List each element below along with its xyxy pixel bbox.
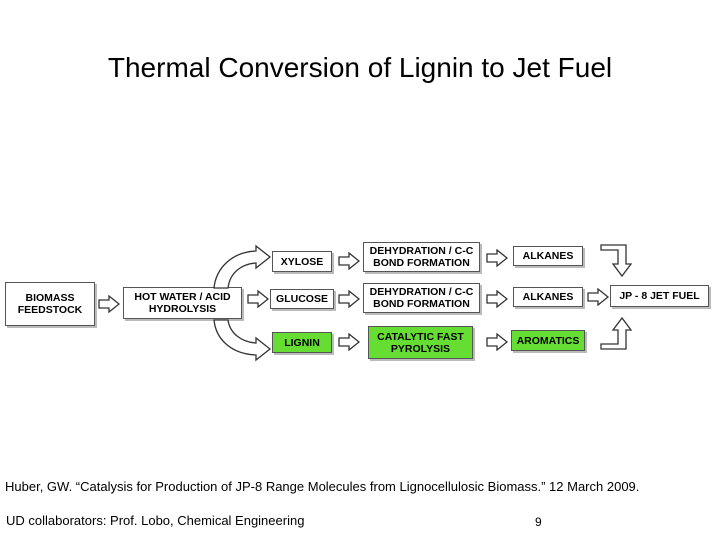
block-arrow-icon	[486, 249, 508, 267]
aromatics-box: AROMATICS	[511, 330, 585, 351]
dehydration-mid-label-2: BOND FORMATION	[373, 298, 470, 310]
slide-title: Thermal Conversion of Lignin to Jet Fuel	[107, 52, 613, 83]
curved-up-arrow-icon	[213, 244, 272, 289]
dehydration-top-label-2: BOND FORMATION	[373, 257, 470, 269]
block-arrow-icon	[486, 290, 508, 308]
block-arrow-icon	[486, 333, 508, 351]
pyrolysis-label-2: PYROLYSIS	[390, 342, 451, 355]
footer-collaborators: UD collaborators: Prof. Lobo, Chemical E…	[6, 513, 305, 528]
block-arrow-icon	[247, 290, 269, 308]
lignin-label: LIGNIN	[284, 336, 320, 349]
xylose-box: XYLOSE	[272, 251, 332, 272]
block-arrow-icon	[587, 288, 609, 306]
alkanes-mid-label: ALKANES	[522, 291, 574, 303]
hydrolysis-label-1: HOT WATER / ACID	[134, 291, 231, 303]
block-arrow-icon	[98, 295, 120, 313]
alkanes-box-top: ALKANES	[513, 246, 583, 266]
block-arrow-icon	[338, 333, 360, 351]
biomass-feedstock-label-2: FEEDSTOCK	[17, 304, 83, 316]
curved-down-arrow-icon	[213, 319, 272, 362]
pyrolysis-label-1: CATALYTIC FAST	[377, 330, 464, 343]
alkanes-box-middle: ALKANES	[513, 287, 583, 307]
dehydration-mid-label-1: DEHYDRATION / C-C	[369, 286, 474, 298]
jet-fuel-label: JP - 8 JET FUEL	[619, 290, 700, 302]
bent-up-arrow-icon	[600, 316, 632, 350]
glucose-label: GLUCOSE	[276, 293, 328, 305]
alkanes-top-label: ALKANES	[522, 250, 574, 262]
page-number: 9	[535, 515, 542, 529]
hydrolysis-label-2: HYDROLYSIS	[148, 303, 217, 315]
block-arrow-icon	[338, 290, 360, 308]
aromatics-label: AROMATICS	[516, 334, 580, 347]
dehydration-top-label-1: DEHYDRATION / C-C	[369, 245, 474, 257]
xylose-label: XYLOSE	[280, 255, 324, 268]
glucose-box: GLUCOSE	[270, 289, 334, 309]
biomass-feedstock-label-1: BIOMASS	[25, 292, 75, 304]
lignin-box: LIGNIN	[272, 332, 332, 353]
jet-fuel-box: JP - 8 JET FUEL	[610, 285, 709, 307]
bent-down-arrow-icon	[600, 244, 632, 278]
block-arrow-icon	[338, 252, 360, 270]
citation-text: Huber, GW. “Catalysis for Production of …	[5, 479, 640, 494]
